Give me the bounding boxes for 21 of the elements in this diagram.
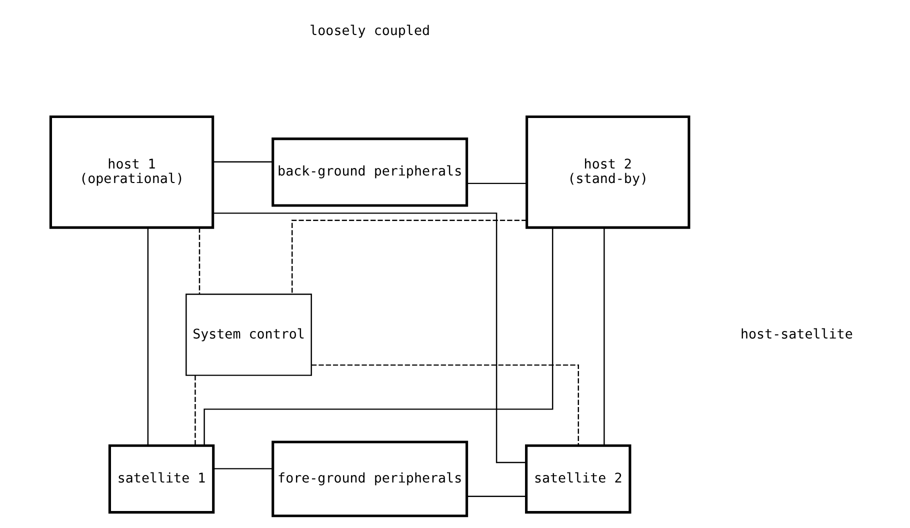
connector [467, 495, 526, 497]
connector [204, 227, 554, 445]
connector [213, 160, 272, 162]
node-box: System control [186, 293, 312, 376]
connector [194, 374, 196, 446]
node-box: back-ground peripherals [272, 137, 468, 206]
node-box: satellite 2 [525, 444, 632, 514]
node-box: host 1 (operational) [49, 114, 214, 228]
connector [147, 227, 149, 446]
connector [467, 182, 527, 184]
connector [604, 227, 605, 446]
connector [292, 219, 527, 294]
connector [213, 212, 526, 463]
connector [312, 364, 579, 445]
label: loosely coupled [310, 24, 430, 39]
connector [214, 468, 273, 469]
node-box: satellite 1 [108, 444, 215, 514]
node-box: fore-ground peripherals [272, 440, 468, 517]
node-box: host 2 (stand-by) [526, 114, 690, 228]
connector [198, 227, 200, 294]
label: host-satellite [740, 326, 853, 342]
